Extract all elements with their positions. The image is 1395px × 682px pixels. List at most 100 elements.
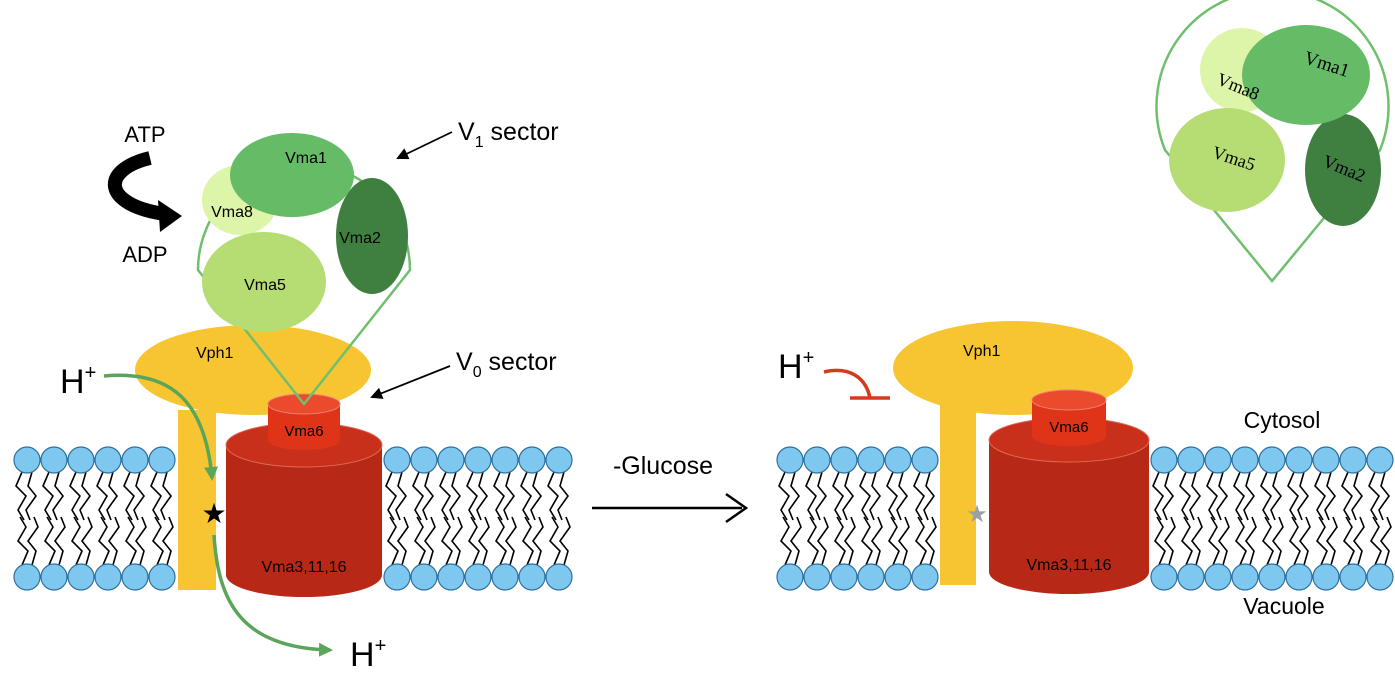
lipid-tail (520, 471, 544, 566)
lipid-head (1339, 446, 1367, 474)
lipid-head (1366, 446, 1394, 474)
lipid-head (437, 563, 465, 591)
vma2-detached (1305, 114, 1381, 226)
lipid-head (121, 446, 149, 474)
lipid-head (40, 446, 68, 474)
vph1-stalk-left (178, 410, 216, 590)
lipid-head (1339, 563, 1367, 591)
lipid-head (830, 446, 858, 474)
lipid-head (148, 446, 176, 474)
lipid-tail (1206, 471, 1230, 566)
lipid-tail (385, 471, 409, 566)
lipid-tail (96, 471, 120, 566)
lipid-tail (778, 471, 802, 566)
h-plus-blocked: H+ (778, 347, 814, 386)
lipid-head (518, 446, 546, 474)
h-plus-out: H+ (350, 635, 386, 674)
lipid-head (776, 563, 804, 591)
lipid-tail (1179, 471, 1203, 566)
vma1-detached (1242, 25, 1370, 125)
vo-core-right (989, 440, 1149, 594)
lipid-head (121, 563, 149, 591)
lipid-tail (859, 471, 883, 566)
lipid-tail (886, 471, 910, 566)
adp-label: ADP (122, 242, 167, 267)
vma5-left (202, 232, 326, 332)
v0-callout-arrow (370, 365, 451, 399)
lipid-head (911, 563, 939, 591)
lipid-tail (1341, 471, 1365, 566)
lipid-tail (547, 471, 571, 566)
lipid-tail (15, 471, 39, 566)
lipid-head (1150, 563, 1178, 591)
membrane-right-right-segment (1150, 446, 1394, 591)
lipid-head (1204, 446, 1232, 474)
lipid-head (1177, 563, 1205, 591)
membrane-left-segment (13, 446, 176, 591)
lipid-head (1231, 563, 1259, 591)
lipid-head (857, 563, 885, 591)
vma5-label-left: Vma5 (244, 277, 286, 294)
lipid-tail (1314, 471, 1338, 566)
vph1-label-left: Vph1 (196, 345, 233, 362)
lipid-head (911, 446, 939, 474)
lipid-head (1285, 446, 1313, 474)
lipid-head (1231, 446, 1259, 474)
vma6-body-left (268, 404, 340, 450)
lipid-head (776, 446, 804, 474)
lipid-head (464, 563, 492, 591)
lipid-tail (913, 471, 937, 566)
v1-outline-detached (1155, 0, 1390, 283)
vph1-stalk-right (940, 405, 976, 585)
vma8-label-left: Vma8 (211, 204, 253, 221)
blocked-proton-path (823, 368, 872, 399)
v1-callout-arrow (396, 131, 453, 160)
lipid-head (491, 446, 519, 474)
lipid-head (1204, 563, 1232, 591)
lipid-head (94, 563, 122, 591)
lipid-tail (439, 471, 463, 566)
lipid-head (545, 446, 573, 474)
lipid-head (1366, 563, 1394, 591)
vma1-label-left: Vma1 (285, 150, 327, 167)
membrane-middle-segment (383, 446, 573, 591)
membrane-right-left-segment (776, 446, 939, 591)
lipid-head (491, 563, 519, 591)
lipid-head (1285, 563, 1313, 591)
lipid-head (148, 563, 176, 591)
active-site-star-icon: ★ (201, 498, 226, 529)
inactive-site-star-icon: ★ (966, 501, 988, 528)
lipid-tail (805, 471, 829, 566)
lipid-tail (1260, 471, 1284, 566)
lipid-tail (493, 471, 517, 566)
lipid-tail (466, 471, 490, 566)
lipid-head (1150, 446, 1178, 474)
vma2-left (336, 178, 408, 294)
vma6-body-right (1032, 400, 1106, 446)
lipid-head (518, 563, 546, 591)
atp-adp-curved-arrow (108, 151, 167, 221)
lipid-head (857, 446, 885, 474)
lipid-head (1258, 446, 1286, 474)
lipid-tail (150, 471, 174, 566)
lipid-tail (1287, 471, 1311, 566)
vma-core-label-left: Vma3,11,16 (261, 559, 346, 576)
lipid-tail (832, 471, 856, 566)
lipid-head (545, 563, 573, 591)
lipid-head (410, 563, 438, 591)
lipid-head (437, 446, 465, 474)
lipid-head (383, 563, 411, 591)
vma6-label-left: Vma6 (284, 423, 323, 440)
vma1-left (230, 133, 354, 217)
lipid-head (803, 446, 831, 474)
v0-sector-label: V0 sector (456, 348, 557, 381)
lipid-head (383, 446, 411, 474)
lipid-head (40, 563, 68, 591)
atp-label: ATP (124, 122, 165, 147)
lipid-tail (42, 471, 66, 566)
lipid-head (67, 446, 95, 474)
proton-exit-arrow (212, 534, 333, 657)
vma6-label-right: Vma6 (1049, 419, 1088, 436)
